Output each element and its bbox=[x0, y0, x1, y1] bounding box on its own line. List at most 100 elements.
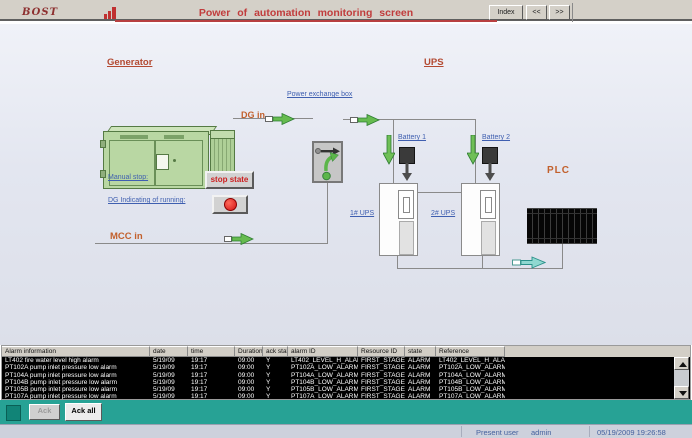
alarm-cell: FIRST_STAGE bbox=[361, 357, 405, 364]
ups1-feed-line bbox=[393, 119, 394, 183]
battery2-link[interactable]: Battery 2 bbox=[482, 134, 511, 141]
ups2-feed-line bbox=[475, 119, 476, 183]
alarm-cell: 5/19/09 bbox=[153, 357, 175, 364]
ack-all-button[interactable]: Ack all bbox=[65, 403, 102, 421]
dg-running-indicator bbox=[212, 195, 248, 214]
generator-vent bbox=[164, 135, 184, 139]
alarm-cell: 5/19/09 bbox=[153, 393, 175, 399]
plc-rack-line bbox=[527, 213, 597, 214]
bar-chart-icon bbox=[104, 7, 116, 19]
alarm-cell: Y bbox=[266, 393, 271, 399]
alarm-cell: PT102A_LOW_ALARM bbox=[439, 364, 505, 372]
manual-stop-link[interactable]: Manual stop: bbox=[108, 174, 149, 181]
status-divider bbox=[589, 426, 590, 437]
dg-in-label: DG in bbox=[241, 110, 265, 120]
alarm-cell: 09:00 bbox=[238, 378, 255, 386]
column-header: date bbox=[150, 346, 188, 357]
alarm-cell: PT105B_LOW_ALARM bbox=[439, 386, 505, 394]
bus-arrow-icon bbox=[350, 114, 380, 126]
ups2-panel bbox=[481, 221, 496, 255]
mcc-in-label: MCC in bbox=[110, 231, 143, 242]
dg-running-link[interactable]: DG Indicating of running: bbox=[108, 197, 186, 204]
ups1-out-line bbox=[397, 256, 398, 269]
alarm-cell: ALARM bbox=[408, 357, 431, 364]
generator-tab bbox=[100, 170, 106, 178]
generator-knob bbox=[173, 159, 176, 162]
index-button[interactable]: Index bbox=[489, 5, 523, 20]
alarm-scrollbar[interactable] bbox=[674, 357, 689, 399]
alarm-cell: PT102A_LOW_ALARM bbox=[291, 364, 358, 372]
red-lamp-icon bbox=[223, 198, 237, 211]
prev-page-button[interactable]: << bbox=[526, 5, 547, 20]
battery2-icon bbox=[482, 147, 498, 164]
column-header: Alarm information bbox=[2, 346, 150, 357]
ups2-module bbox=[480, 190, 496, 219]
plc-rack-line bbox=[527, 238, 597, 239]
next-page-button[interactable]: >> bbox=[549, 5, 570, 20]
alarm-cell: ALARM bbox=[408, 364, 431, 372]
alarm-cell: Y bbox=[266, 371, 271, 379]
mcc-in-arrow-icon bbox=[224, 233, 254, 245]
mcc-line bbox=[95, 243, 328, 244]
alarm-cell: 09:00 bbox=[238, 357, 255, 364]
alarm-cell: PT105B pump inlet pressure low alarm bbox=[5, 386, 117, 394]
stop-state-button[interactable]: stop state bbox=[205, 171, 254, 189]
alarm-cell: 19:17 bbox=[191, 357, 208, 364]
bost-logo: BOST bbox=[22, 7, 59, 18]
page-title: Power of automation monitoring screen bbox=[198, 7, 414, 19]
output-bus-line bbox=[397, 268, 563, 269]
alarm-cell: 5/19/09 bbox=[153, 378, 175, 386]
generator-body bbox=[103, 131, 209, 189]
current-datetime: 05/19/2009 19:26:58 bbox=[597, 428, 666, 437]
plc-label: PLC bbox=[547, 165, 570, 176]
alarm-cell: PT104A_LOW_ALARM bbox=[291, 371, 358, 379]
power-exchange-box bbox=[312, 141, 343, 183]
ack-button[interactable]: Ack bbox=[29, 404, 60, 420]
current-username: admin bbox=[531, 428, 552, 437]
alarm-cell: PT107A_LOW_ALARM bbox=[439, 393, 505, 399]
ups-heading: UPS bbox=[424, 57, 444, 68]
triangle-up-icon bbox=[678, 362, 687, 367]
power-exchange-link[interactable]: Power exchange box bbox=[287, 91, 353, 98]
dg-in-arrow-icon bbox=[265, 113, 295, 125]
alarm-row[interactable]: PT105B pump inlet pressure low alarm 5/19… bbox=[2, 386, 674, 393]
alarm-cell: 5/19/09 bbox=[153, 386, 175, 394]
alarm-cell: PT107A pump inlet pressure low alarm bbox=[5, 393, 117, 399]
alarm-cell: Y bbox=[266, 357, 271, 364]
ups1-graphic bbox=[379, 183, 418, 256]
alarm-cell: LT402_LEVEL_H_ALARM bbox=[439, 357, 505, 364]
battery1-charge-arrow-icon bbox=[383, 135, 395, 165]
battery2-charge-arrow-icon bbox=[467, 135, 479, 165]
transfer-switch-icon bbox=[315, 147, 340, 181]
ups2-out-line bbox=[482, 256, 483, 269]
ups2-link[interactable]: 2# UPS bbox=[431, 210, 456, 217]
generator-graphic bbox=[100, 124, 236, 194]
battery1-link[interactable]: Battery 1 bbox=[398, 134, 427, 141]
column-header: Reference bbox=[436, 346, 505, 357]
ups-connector-line bbox=[418, 192, 462, 193]
alarm-cell: Y bbox=[266, 378, 271, 386]
battery1-icon bbox=[399, 147, 415, 164]
present-user-label: Present user bbox=[476, 428, 519, 437]
alarm-row[interactable]: PT107A pump inlet pressure low alarm 5/19… bbox=[2, 393, 674, 399]
alarm-cell: FIRST_STAGE bbox=[361, 386, 405, 394]
scroll-up-button[interactable] bbox=[674, 357, 689, 370]
alarm-cell: FIRST_STAGE bbox=[361, 378, 405, 386]
scroll-down-button[interactable] bbox=[674, 386, 689, 399]
ups1-link[interactable]: 1# UPS bbox=[350, 210, 375, 217]
generator-door bbox=[109, 140, 155, 186]
alarm-cell: 09:00 bbox=[238, 364, 255, 372]
alarm-cell: PT104A_LOW_ALARM bbox=[439, 371, 505, 379]
column-header: Duration bbox=[235, 346, 263, 357]
column-header: ack state bbox=[263, 346, 288, 357]
ack-toolbar: Ack Ack all bbox=[0, 400, 692, 424]
exchange-mcc-line bbox=[327, 158, 328, 244]
alarm-cell: 19:17 bbox=[191, 386, 208, 394]
